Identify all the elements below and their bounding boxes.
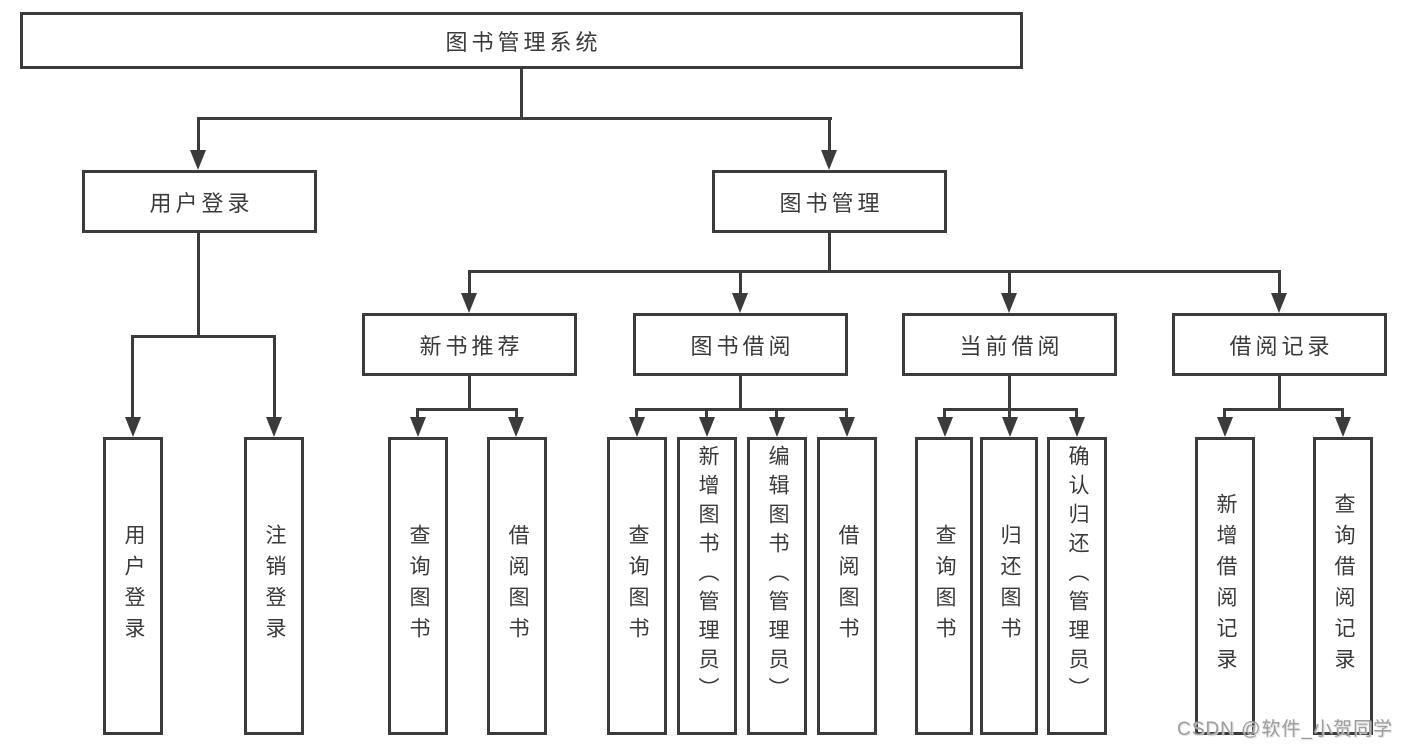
leaf-records-add-record-label: 新增借阅记录 (1214, 493, 1237, 679)
leaf-recommend-borrow-books-label: 借阅图书 (506, 524, 529, 648)
leaf-user-login-label: 用户登录 (122, 524, 145, 648)
connector-borrowing-drop-3 (775, 408, 778, 420)
arrow-down-icon (266, 417, 282, 437)
connector-bookmgmt-bar (468, 270, 1281, 273)
node-user-login: 用户登录 (82, 170, 317, 233)
arrow-down-icon (1002, 417, 1018, 437)
connector-bookmgmt-drop-1 (468, 270, 471, 295)
leaf-current-query-books: 查询图书 (915, 437, 973, 735)
connector-userlogin-stem (197, 233, 200, 335)
connector-root-stem (520, 69, 523, 117)
connector-root-bar (198, 117, 832, 120)
connector-bookmgmt-drop-4 (1278, 270, 1281, 295)
leaf-current-query-books-label: 查询图书 (933, 524, 956, 648)
arrow-down-icon (410, 417, 426, 437)
node-borrow-records-label: 借阅记录 (1229, 333, 1334, 359)
arrow-down-icon (1217, 417, 1233, 437)
leaf-borrowing-query-books: 查询图书 (607, 437, 667, 735)
arrow-down-icon (769, 417, 785, 437)
arrow-down-icon (699, 417, 715, 437)
arrow-down-icon (1271, 293, 1287, 313)
node-current-borrowing-label: 当前借阅 (959, 333, 1064, 359)
connector-newbook-stem (468, 376, 471, 408)
node-current-borrowing: 当前借阅 (902, 313, 1117, 376)
connector-userlogin-drop-2 (273, 335, 276, 417)
node-new-book-recommend-label: 新书推荐 (419, 333, 524, 359)
leaf-recommend-borrow-books: 借阅图书 (487, 437, 547, 735)
connector-records-bar (1224, 408, 1344, 411)
leaf-recommend-query-books: 查询图书 (388, 437, 448, 735)
arrow-down-icon (1001, 293, 1017, 313)
connector-newbook-drop-2 (515, 408, 518, 420)
leaf-recommend-query-books-label: 查询图书 (407, 524, 430, 648)
connector-newbook-drop-1 (416, 408, 419, 420)
node-book-borrowing-label: 图书借阅 (690, 333, 795, 359)
arrow-down-icon (508, 417, 524, 437)
connector-userlogin-bar (132, 335, 276, 338)
leaf-current-return-books-label: 归还图书 (998, 524, 1021, 648)
node-user-login-label: 用户登录 (149, 190, 254, 216)
node-borrow-records: 借阅记录 (1172, 313, 1387, 376)
connector-bookmgmt-stem (828, 233, 831, 270)
leaf-borrowing-edit-books-admin: 编辑图书（管理员） (747, 437, 807, 735)
connector-root-drop-left (197, 117, 200, 151)
arrow-down-icon (190, 150, 206, 170)
leaf-borrowing-borrow-books: 借阅图书 (817, 437, 877, 735)
connector-userlogin-drop-1 (131, 335, 134, 417)
connector-newbook-bar (417, 408, 518, 411)
arrow-down-icon (1335, 417, 1351, 437)
arrow-down-icon (839, 417, 855, 437)
leaf-borrowing-add-books-admin-label: 新增图书（管理员） (696, 445, 719, 706)
connector-current-drop-3 (1075, 408, 1078, 420)
leaf-records-query-record-label: 查询借阅记录 (1332, 493, 1355, 679)
connector-current-stem (1008, 376, 1011, 408)
arrow-down-icon (732, 293, 748, 313)
leaf-records-add-record: 新增借阅记录 (1195, 437, 1255, 735)
node-book-management-label: 图书管理 (779, 190, 884, 216)
leaf-borrowing-query-books-label: 查询图书 (626, 524, 649, 648)
connector-borrowing-drop-4 (845, 408, 848, 420)
arrow-down-icon (821, 150, 837, 170)
connector-borrowing-stem (739, 376, 742, 408)
arrow-down-icon (1069, 417, 1085, 437)
leaf-user-login: 用户登录 (103, 437, 163, 735)
leaf-logout: 注销登录 (244, 437, 304, 735)
connector-current-drop-1 (943, 408, 946, 420)
leaf-borrowing-add-books-admin: 新增图书（管理员） (677, 437, 737, 735)
node-library-system-label: 图书管理系统 (445, 29, 602, 55)
leaf-borrowing-edit-books-admin-label: 编辑图书（管理员） (766, 445, 789, 706)
node-book-borrowing: 图书借阅 (633, 313, 848, 376)
connector-current-bar (944, 408, 1078, 411)
connector-root-drop-right (828, 117, 831, 151)
connector-bookmgmt-drop-3 (1008, 270, 1011, 295)
leaf-current-confirm-return-admin-label: 确认归还（管理员） (1066, 445, 1089, 706)
connector-borrowing-bar (636, 408, 848, 411)
leaf-borrowing-borrow-books-label: 借阅图书 (836, 524, 859, 648)
leaf-current-confirm-return-admin: 确认归还（管理员） (1047, 437, 1107, 735)
connector-records-drop-2 (1341, 408, 1344, 420)
arrow-down-icon (461, 293, 477, 313)
connector-records-drop-1 (1223, 408, 1226, 420)
arrow-down-icon (125, 417, 141, 437)
connector-borrowing-drop-1 (635, 408, 638, 420)
arrow-down-icon (937, 417, 953, 437)
watermark: CSDN @软件_小贺同学 (1177, 719, 1393, 740)
leaf-current-return-books: 归还图书 (980, 437, 1038, 735)
leaf-logout-label: 注销登录 (263, 524, 286, 648)
connector-bookmgmt-drop-2 (739, 270, 742, 295)
connector-current-drop-2 (1008, 408, 1011, 420)
node-library-system: 图书管理系统 (20, 12, 1023, 69)
arrow-down-icon (629, 417, 645, 437)
node-book-management: 图书管理 (712, 170, 947, 233)
connector-records-stem (1278, 376, 1281, 408)
leaf-records-query-record: 查询借阅记录 (1313, 437, 1373, 735)
connector-borrowing-drop-2 (705, 408, 708, 420)
node-new-book-recommend: 新书推荐 (362, 313, 577, 376)
